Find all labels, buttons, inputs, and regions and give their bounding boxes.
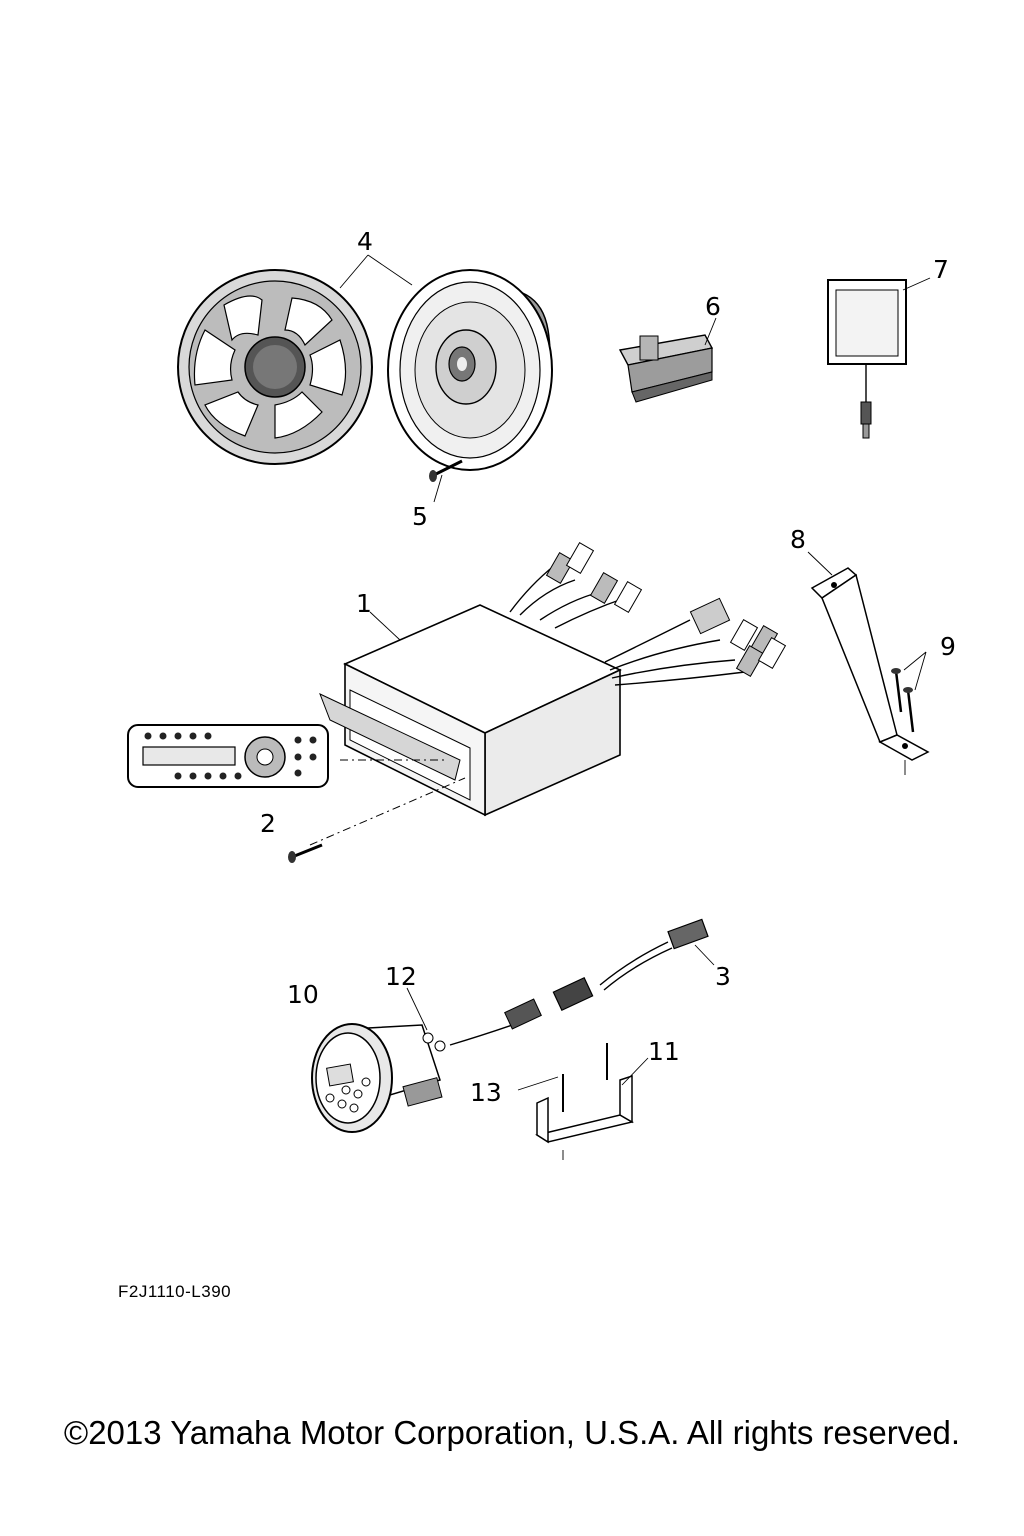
drawing-code: F2J1110-L390 bbox=[118, 1282, 232, 1301]
callout-8: 8 bbox=[790, 525, 806, 554]
callout-11: 11 bbox=[648, 1037, 680, 1066]
callout-7: 7 bbox=[933, 255, 949, 284]
callout-1: 1 bbox=[356, 589, 372, 618]
callout-5: 5 bbox=[412, 502, 428, 531]
screw-icon bbox=[429, 459, 463, 482]
callout-9: 9 bbox=[940, 632, 956, 661]
stereo-head-unit bbox=[309, 542, 787, 846]
speaker-grille bbox=[177, 269, 373, 465]
receiver-box-icon bbox=[827, 279, 907, 439]
leader-lines bbox=[339, 254, 931, 1091]
callout-13: 13 bbox=[470, 1078, 502, 1107]
faceplate-icon bbox=[127, 724, 329, 788]
callout-2: 2 bbox=[260, 809, 276, 838]
extension-cable-icon bbox=[449, 918, 709, 1046]
screw-icon bbox=[891, 668, 915, 733]
callout-10: 10 bbox=[287, 980, 319, 1009]
screw-icon bbox=[288, 843, 323, 863]
remote-bracket-icon bbox=[535, 1043, 634, 1160]
fuse-holder-icon bbox=[618, 334, 714, 403]
wired-remote-icon bbox=[311, 1023, 446, 1133]
callouts: 1 2 3 4 5 6 7 8 9 10 11 12 13 bbox=[260, 227, 956, 1107]
callout-3: 3 bbox=[715, 962, 731, 991]
copyright-notice: ©2013 Yamaha Motor Corporation, U.S.A. A… bbox=[63, 1414, 961, 1451]
callout-12: 12 bbox=[385, 962, 417, 991]
callout-4: 4 bbox=[357, 227, 373, 256]
mounting-bracket-icon bbox=[810, 567, 930, 775]
callout-6: 6 bbox=[705, 292, 721, 321]
speaker-driver bbox=[387, 269, 553, 471]
